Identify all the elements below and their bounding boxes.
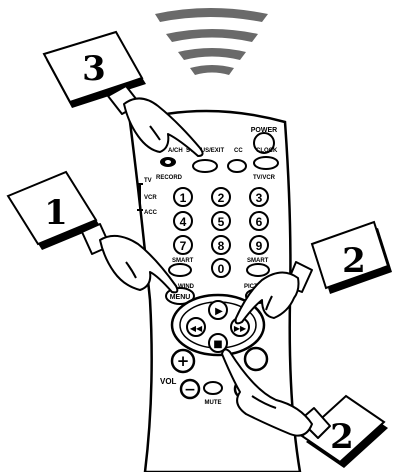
mute-button[interactable] [204, 382, 222, 394]
svg-text:3: 3 [256, 191, 263, 205]
svg-text:1: 1 [180, 191, 187, 205]
callout-number: 1 [44, 193, 68, 233]
callout-number: 3 [82, 49, 106, 89]
svg-text:6: 6 [256, 215, 263, 229]
stop-icon: ■ [213, 339, 222, 350]
smart-left-button[interactable] [169, 264, 191, 276]
record-label: RECORD [156, 175, 183, 181]
smart-right-button[interactable] [247, 264, 269, 276]
plus-icon: + [177, 352, 190, 370]
clock-label: CLOCK [256, 148, 278, 154]
cc-button[interactable] [228, 160, 246, 172]
svg-text:2: 2 [218, 191, 225, 205]
vol-label: VOL [160, 377, 177, 386]
fast-forward-icon: ▶▶ [234, 324, 247, 333]
mode-tv-label: TV [144, 178, 152, 184]
callout-card-2-right: 2 [312, 222, 392, 294]
smart-left-label: SMART [172, 258, 194, 264]
minus-icon: − [184, 382, 196, 398]
cc-label: CC [234, 148, 243, 154]
ach-label: A/CH [168, 148, 183, 154]
mute-label: MUTE [205, 400, 222, 406]
mode-vcr-label: VCR [144, 195, 157, 201]
infrared-wave-icon [155, 8, 268, 75]
tv-vcr-label: TV/VCR [253, 175, 276, 181]
svg-text:9: 9 [256, 239, 263, 253]
play-icon: ▶ [215, 306, 223, 317]
mode-acc-label: ACC [144, 210, 158, 216]
callout-number: 2 [342, 241, 366, 281]
svg-text:5: 5 [218, 215, 225, 229]
svg-text:4: 4 [180, 215, 187, 229]
svg-text:0: 0 [218, 262, 225, 276]
clock-button[interactable] [254, 157, 278, 169]
svg-text:7: 7 [180, 239, 187, 253]
status-exit-button[interactable] [193, 160, 217, 172]
rewind-icon: ◀◀ [190, 324, 203, 333]
channel-up-button[interactable] [245, 348, 267, 370]
svg-text:8: 8 [218, 239, 225, 253]
menu-label: MENU [170, 294, 191, 301]
callout-number: 2 [330, 417, 354, 457]
